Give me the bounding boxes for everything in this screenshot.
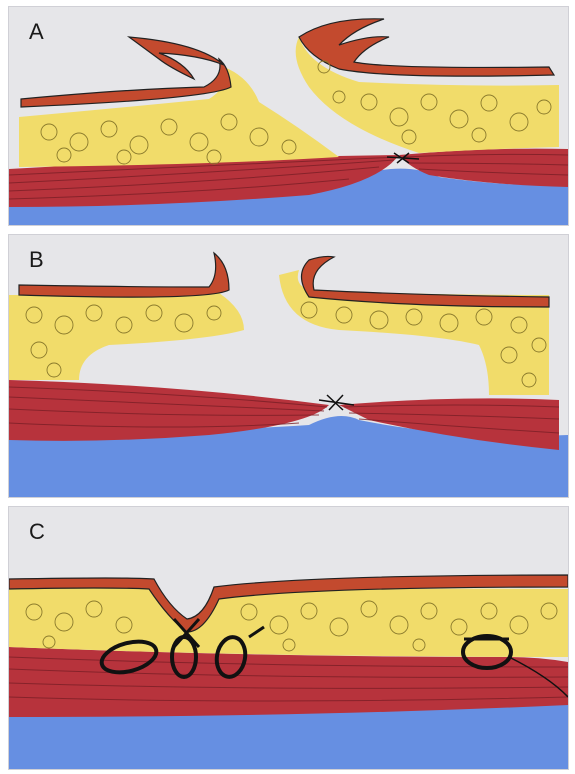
fat-layer — [9, 586, 568, 657]
fat-flap-right — [279, 270, 549, 395]
panel-label-c: C — [29, 519, 45, 545]
panel-c: C — [8, 506, 569, 770]
panel-b: B — [8, 234, 569, 498]
panel-b-illustration — [9, 235, 568, 497]
skin-flap-right — [302, 256, 550, 307]
muscle-layer — [9, 647, 568, 717]
panel-a: A — [8, 6, 569, 226]
panel-label-a: A — [29, 19, 44, 45]
skin-flap-left — [19, 253, 229, 297]
skin-flap-right — [299, 19, 554, 76]
skin-flap-left — [21, 59, 231, 107]
skin-flap-left-tip — [129, 37, 224, 79]
fat-flap-left — [19, 67, 339, 167]
panel-a-illustration — [9, 7, 568, 225]
fat-flap-left — [9, 293, 244, 380]
panel-c-illustration — [9, 507, 568, 769]
panel-label-b: B — [29, 247, 44, 273]
